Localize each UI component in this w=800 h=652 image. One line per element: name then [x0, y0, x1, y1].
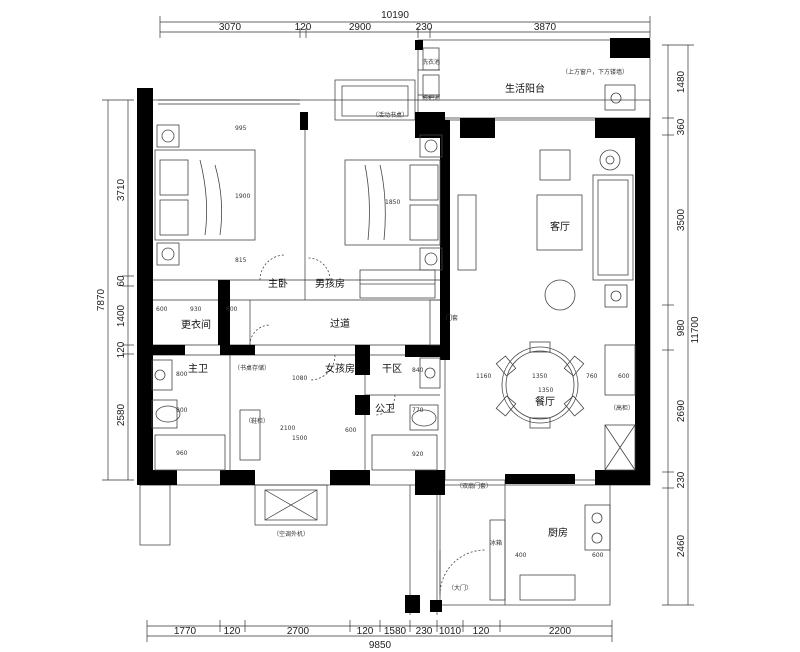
label-master-bedroom: 主卧	[268, 277, 288, 290]
dim-top-total: 10190	[381, 10, 409, 21]
dim-bath1-a: 800	[176, 371, 188, 378]
boys-bed	[344, 159, 441, 246]
dim-left-4: 120	[116, 341, 127, 358]
dim-bath1-c: 960	[176, 450, 188, 457]
dim-pbath-a: 770	[412, 407, 424, 414]
note-ac-unit: （空调外机）	[273, 530, 309, 538]
dim-pbath-b: 920	[412, 451, 424, 458]
dim-dining-a: 1160	[476, 373, 491, 380]
dimension-lines	[102, 16, 694, 642]
label-balcony-note: （上方窗户，下方镂墙）	[562, 68, 628, 76]
note-door: 门套	[446, 314, 458, 322]
label-living-room: 客厅	[550, 220, 570, 233]
dim-bed1-top: 995	[235, 125, 247, 132]
dim-bottom-2: 120	[224, 626, 241, 637]
dim-right-3: 3500	[676, 208, 687, 231]
dim-girl-d: 600	[345, 427, 357, 434]
label-laundry-sink: 洗衣池	[422, 58, 440, 66]
dim-left-3: 1400	[116, 304, 127, 327]
dim-top-3: 2900	[349, 22, 372, 33]
note-tall-cabinet: （高柜）	[610, 404, 634, 412]
dim-right-total: 11700	[690, 316, 701, 344]
dim-right-6: 230	[676, 471, 687, 488]
label-girls-room: 女孩房	[325, 362, 355, 375]
dim-dining-e: 600	[618, 373, 630, 380]
label-public-bath: 公卫	[375, 404, 395, 415]
note-shoe-cabinet: （鞋柜）	[245, 417, 269, 425]
dim-kitchen-a: 400	[515, 552, 527, 559]
dim-top-1: 3070	[219, 22, 242, 33]
dim-dress-l: 600	[156, 306, 168, 313]
dim-girl-b: 2100	[280, 425, 295, 432]
dim-bottom-4: 120	[357, 626, 374, 637]
dim-bed1-bottom: 815	[235, 257, 247, 264]
label-kitchen: 厨房	[548, 526, 568, 539]
dim-girl-c: 1500	[292, 435, 307, 442]
label-dining-room: 餐厅	[535, 395, 555, 408]
dim-left-1: 3710	[116, 178, 127, 201]
sofa	[592, 174, 634, 281]
label-master-bath: 主卫	[188, 363, 208, 375]
dim-dining-c: 1350	[538, 387, 553, 394]
dim-bed2-len: 1850	[385, 199, 400, 206]
label-dry-area: 干区	[382, 363, 402, 375]
label-corridor: 过道	[330, 317, 350, 330]
dim-dry-a: 840	[412, 367, 424, 374]
dim-left-5: 2580	[116, 403, 127, 426]
dim-bottom-8: 120	[473, 626, 490, 637]
dim-left-2: 60	[116, 275, 127, 287]
dim-dress-w: 930	[190, 306, 202, 313]
label-boys-room: 男孩房	[315, 277, 345, 290]
dim-bottom-9: 2200	[549, 626, 572, 637]
dim-bottom-1: 1770	[174, 626, 197, 637]
dim-right-1: 1480	[676, 70, 687, 93]
dim-dress-r: 600	[226, 306, 238, 313]
label-balcony: 生活阳台	[505, 82, 545, 95]
note-desk: （书桌存储）	[234, 364, 270, 372]
dim-bottom-6: 230	[416, 626, 433, 637]
dim-bath1-b: 800	[176, 407, 188, 414]
dining-table	[501, 346, 579, 424]
dim-bottom-total: 9850	[369, 640, 392, 651]
note-entrance: （大门）	[448, 584, 472, 592]
note-fridge: 冰箱	[490, 539, 502, 547]
note-sliding: （活动书桌）	[372, 111, 408, 119]
thin-walls	[139, 39, 651, 615]
label-mop-sink: 拖把池	[422, 94, 440, 102]
dim-kitchen-b: 600	[592, 552, 604, 559]
dim-girl-a: 1080	[292, 375, 307, 382]
dim-left-total: 7870	[96, 288, 107, 311]
dim-top-5: 3870	[534, 22, 557, 33]
dim-dining-d: 760	[586, 373, 598, 380]
dim-right-4: 980	[676, 319, 687, 336]
note-double-door: （双扇门套）	[456, 482, 492, 490]
label-dressing-room: 更衣间	[181, 318, 211, 331]
dim-right-5: 2690	[676, 399, 687, 422]
dim-right-7: 2460	[676, 534, 687, 557]
master-bed	[154, 149, 256, 241]
dim-top-2: 120	[295, 22, 312, 33]
dim-bed1-len: 1900	[235, 193, 250, 200]
dim-bottom-7: 1010	[439, 626, 462, 637]
dim-top-4: 230	[416, 22, 433, 33]
dim-dining-b: 1350	[532, 373, 547, 380]
dim-bottom-3: 2700	[287, 626, 310, 637]
interior-dims: 995 1900 815 1850 930 600 600 800 800 96…	[156, 125, 630, 559]
furniture	[151, 47, 636, 601]
dim-bottom-5: 1580	[384, 626, 407, 637]
dim-right-2: 360	[676, 118, 687, 135]
thick-walls	[137, 38, 650, 613]
